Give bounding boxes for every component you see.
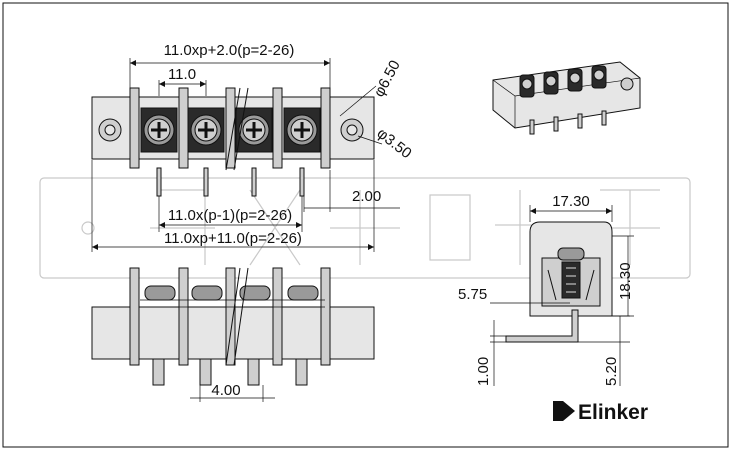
dim-label-pin-spacing: 4.00 <box>211 382 240 399</box>
dim-label-top-overall: 11.0xp+2.0(p=2-26) <box>164 42 295 59</box>
pins-front <box>152 358 308 386</box>
dim-side-pin-offset: 5.75 <box>458 286 570 316</box>
front-view: 4.00 <box>91 267 375 402</box>
brand-mark-icon <box>553 401 563 421</box>
dim-pin-span: 11.0x(p-1)(p=2-26) <box>158 196 303 232</box>
dim-pitch: 11.0 <box>158 66 207 96</box>
dim-label-side-pin-offset: 5.75 <box>458 286 487 303</box>
dim-pin-spacing: 4.00 <box>190 382 275 402</box>
dim-label-side-width: 17.30 <box>552 193 590 210</box>
dim-label-pin-span: 11.0x(p-1)(p=2-26) <box>168 207 292 224</box>
dim-body-overall: 11.0xp+11.0(p=2-26) <box>91 160 375 252</box>
barriers-front <box>129 267 331 366</box>
dim-label-body-overall: 11.0xp+11.0(p=2-26) <box>164 230 302 247</box>
dim-side-height: 18.30 <box>612 235 634 317</box>
dim-label-pitch: 11.0 <box>168 66 196 83</box>
dim-label-pin-thickness: 1.00 <box>475 357 492 386</box>
screw-heads <box>140 107 321 153</box>
dim-pin-length: 5.20 <box>578 315 630 386</box>
top-view: 11.0xp+2.0(p=2-26) 11.0 φ6.50 φ3.50 2.00… <box>91 42 415 252</box>
dim-pin-thickness: 1.00 <box>475 320 506 386</box>
dim-label-pin-length: 5.20 <box>603 357 620 386</box>
pins-top <box>156 167 305 197</box>
side-view: 17.30 18.30 5.75 1.00 5.20 <box>458 193 634 386</box>
screw-caps-front <box>140 285 325 308</box>
break-lines <box>225 87 249 171</box>
iso-view <box>492 61 641 135</box>
dim-top-overall: 11.0xp+2.0(p=2-26) <box>129 42 331 88</box>
dim-label-side-height: 18.30 <box>617 262 634 300</box>
brand-logo: Elinker <box>553 401 648 424</box>
watermark <box>39 177 691 279</box>
brand-name: Elinker <box>578 401 648 424</box>
drawing-frame <box>2 2 729 448</box>
dim-pin-offset: 2.00 <box>303 170 400 212</box>
dim-side-width: 17.30 <box>529 193 613 222</box>
dim-label-pin-offset: 2.00 <box>352 188 381 205</box>
dim-label-screw-dia: φ6.50 <box>371 58 404 100</box>
